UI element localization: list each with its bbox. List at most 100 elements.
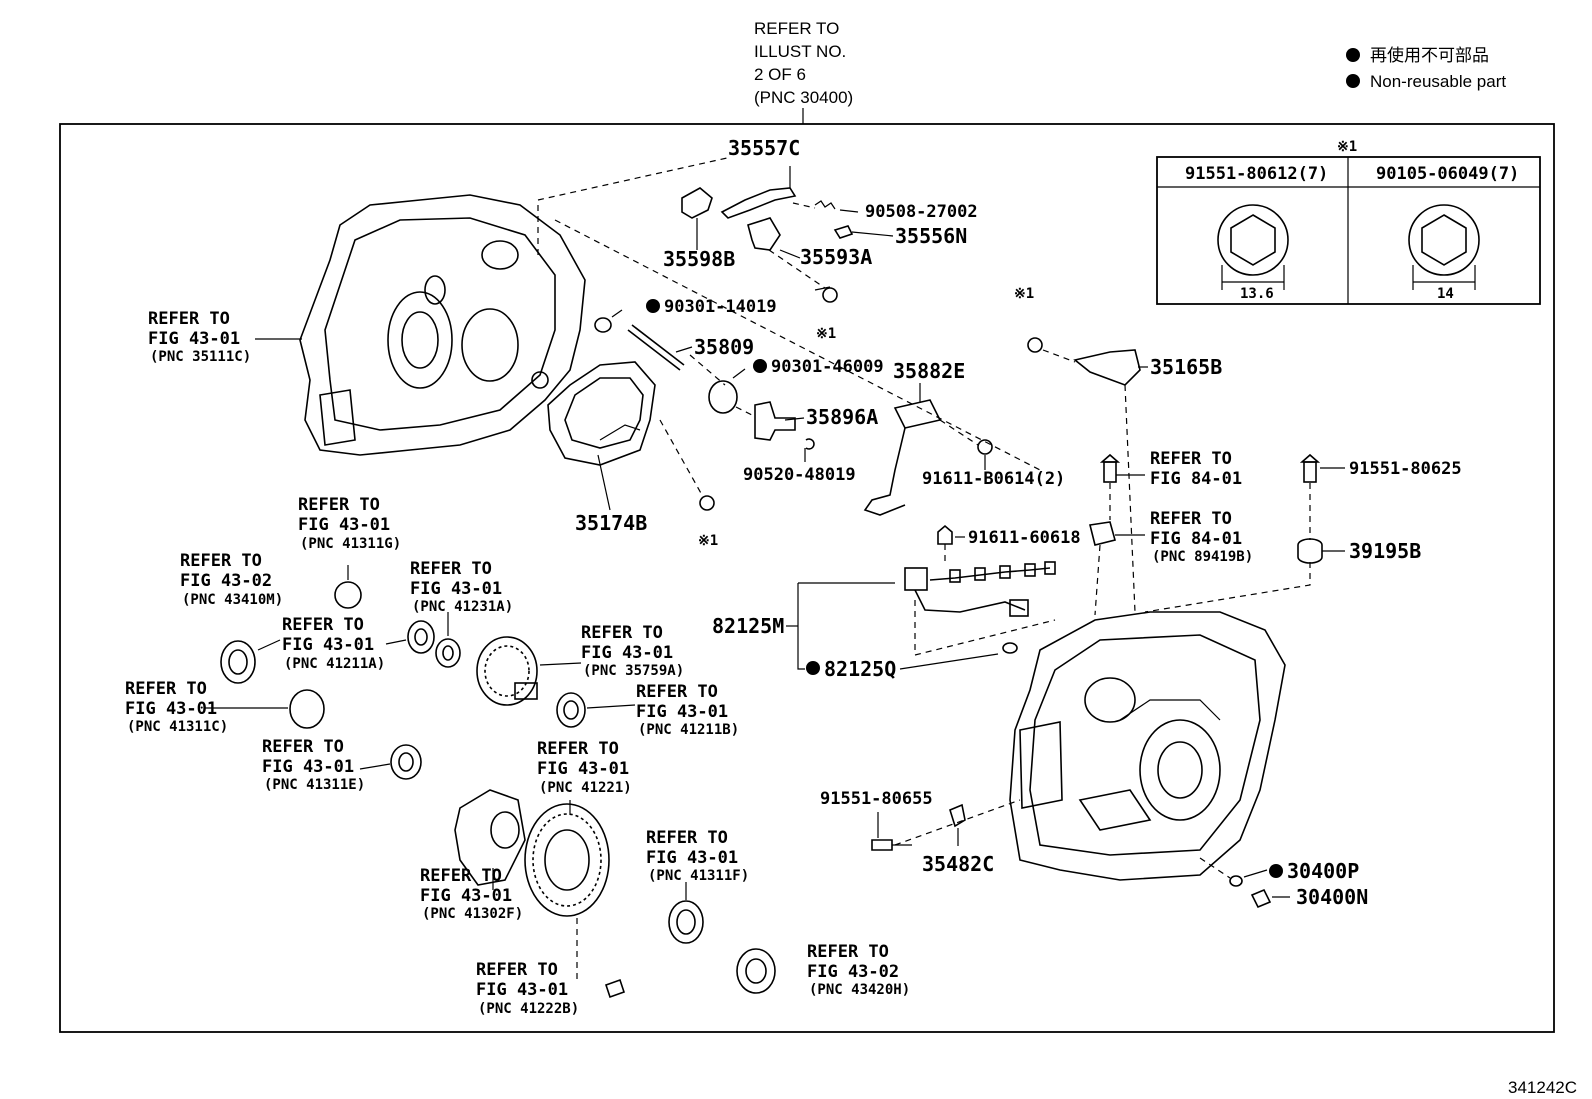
- dim-13-6: 13.6: [1240, 286, 1274, 302]
- svg-text:REFER TO: REFER TO: [125, 679, 207, 699]
- svg-text:REFER TO: REFER TO: [636, 682, 718, 702]
- svg-text:REFER TO: REFER TO: [754, 19, 839, 38]
- transaxle-housing-illustration: [299, 194, 586, 456]
- leader-lines: [205, 166, 1345, 900]
- label-91611-b0614: 91611-B0614(2): [922, 469, 1065, 489]
- ref-41231a: REFER TO FIG 43-01 (PNC 41231A): [410, 559, 513, 615]
- svg-text:FIG 43-02: FIG 43-02: [807, 962, 899, 982]
- svg-text:(PNC 41311E): (PNC 41311E): [264, 777, 365, 793]
- svg-text:2 OF 6: 2 OF 6: [754, 65, 806, 84]
- middle-small-parts: [594, 317, 993, 516]
- svg-text:(PNC 41211A): (PNC 41211A): [284, 656, 385, 672]
- svg-text:FIG 43-01: FIG 43-01: [537, 759, 629, 779]
- right-small-parts: [871, 453, 1323, 909]
- label-90301-14019: 90301-14019: [664, 297, 777, 317]
- wire-harness-82125m: [904, 561, 1056, 654]
- hex-nut-icon: [1421, 214, 1467, 266]
- ref-41211b: REFER TO FIG 43-01 (PNC 41211B): [636, 682, 739, 738]
- label-35556n: 35556N: [895, 224, 967, 248]
- differential-parts: [220, 581, 776, 999]
- fastener-table: ※1 91551-80612(7) 90105-06049(7) 13.6 14: [1156, 139, 1541, 305]
- svg-text:(PNC 30400): (PNC 30400): [754, 88, 853, 107]
- bearing-icon: [220, 640, 256, 684]
- ring-gear-41221-icon: [524, 803, 610, 917]
- svg-text:FIG 84-01: FIG 84-01: [1150, 529, 1242, 549]
- ref-43410m: REFER TO FIG 43-02 (PNC 43410M): [180, 551, 283, 608]
- svg-text:FIG 43-01: FIG 43-01: [646, 848, 738, 868]
- svg-text:REFER TO: REFER TO: [262, 737, 344, 757]
- label-30400n: 30400N: [1296, 885, 1368, 909]
- table-col1: 91551-80612(7): [1185, 164, 1328, 184]
- ref-89419b: REFER TO FIG 84-01 (PNC 89419B): [1150, 509, 1253, 565]
- dim-14: 14: [1437, 286, 1454, 302]
- svg-text:FIG 43-01: FIG 43-01: [298, 515, 390, 535]
- bracket-35482c-icon: [949, 803, 966, 828]
- non-reusable-bullet-icon: [1346, 74, 1360, 88]
- differential-case-icon: [454, 789, 526, 886]
- legend-en: Non-reusable part: [1370, 72, 1506, 91]
- bearing-icon: [736, 948, 776, 994]
- label-82125m: 82125M: [712, 614, 784, 638]
- diagram-frame: [59, 123, 1555, 1033]
- label-35593a: 35593A: [800, 245, 872, 269]
- part-35598b-icon: [681, 187, 713, 219]
- ref-41311f: REFER TO FIG 43-01 (PNC 41311F): [646, 828, 749, 884]
- svg-text:REFER TO: REFER TO: [1150, 449, 1232, 469]
- speed-sensor-icon: [1089, 521, 1116, 546]
- svg-text:REFER TO: REFER TO: [581, 623, 663, 643]
- top-reference: REFER TO ILLUST NO. 2 OF 6 (PNC 30400): [754, 19, 853, 124]
- sleeve-35896a-icon: [754, 401, 796, 441]
- hex-bolt-icon: [1230, 214, 1276, 266]
- non-reusable-bullet-icon: [1269, 864, 1283, 878]
- svg-text:FIG 43-01: FIG 43-01: [476, 980, 568, 1000]
- illustration-number: 341242C: [1508, 1078, 1577, 1097]
- svg-text:FIG 43-02: FIG 43-02: [180, 571, 272, 591]
- label-35482c: 35482C: [922, 852, 994, 876]
- svg-text:(PNC 41311F): (PNC 41311F): [648, 868, 749, 884]
- svg-text:FIG 84-01: FIG 84-01: [1150, 469, 1242, 489]
- label-35174b: 35174B: [575, 511, 647, 535]
- svg-text:REFER TO: REFER TO: [476, 960, 558, 980]
- pin-35809-icon: [627, 329, 681, 371]
- ref-84-01-a: REFER TO FIG 84-01: [1150, 449, 1242, 489]
- label-90508-27002: 90508-27002: [865, 202, 978, 222]
- bracket-35882e-icon: [893, 399, 942, 429]
- label-35896a: 35896A: [806, 405, 878, 429]
- svg-text:(PNC 41222B): (PNC 41222B): [478, 1001, 579, 1017]
- label-82125q: 82125Q: [824, 657, 896, 681]
- snap-ring-icon: [289, 689, 325, 729]
- svg-text:ILLUST NO.: ILLUST NO.: [754, 42, 846, 61]
- svg-text:(PNC 41311G): (PNC 41311G): [300, 536, 401, 552]
- svg-text:FIG 43-01: FIG 43-01: [410, 579, 502, 599]
- label-35598b: 35598B: [663, 247, 735, 271]
- refer-labels: REFER TO FIG 43-01 (PNC 35111C) REFER TO…: [125, 309, 1253, 1017]
- svg-text:FIG 43-01: FIG 43-01: [420, 886, 512, 906]
- ref-41311c: REFER TO FIG 43-01 (PNC 41311C): [125, 679, 228, 735]
- legend-jp: 再使用不可部品: [1370, 45, 1489, 65]
- assembly-lines: [537, 157, 1311, 980]
- ref-41221: REFER TO FIG 43-01 (PNC 41221): [537, 739, 632, 796]
- svg-text:(PNC 43410M): (PNC 43410M): [182, 592, 283, 608]
- svg-text:REFER TO: REFER TO: [807, 942, 889, 962]
- svg-text:FIG 43-01: FIG 43-01: [282, 635, 374, 655]
- svg-text:REFER TO: REFER TO: [298, 495, 380, 515]
- label-90520-48019: 90520-48019: [743, 465, 856, 485]
- label-39195b: 39195B: [1349, 539, 1421, 563]
- asterisk-1-a: ※1: [816, 326, 836, 342]
- svg-text:FIG 43-01: FIG 43-01: [636, 702, 728, 722]
- svg-text:FIG 43-01: FIG 43-01: [148, 329, 240, 349]
- svg-text:(PNC 41211B): (PNC 41211B): [638, 722, 739, 738]
- svg-text:FIG 43-01: FIG 43-01: [125, 699, 217, 719]
- svg-text:(PNC 35111C): (PNC 35111C): [150, 349, 251, 365]
- transaxle-assembly-illustration: [1009, 611, 1286, 881]
- dust-cover-35174b: [547, 361, 656, 466]
- ref-35759a: REFER TO FIG 43-01 (PNC 35759A): [581, 623, 684, 679]
- label-91551-80655: 91551-80655: [820, 789, 933, 809]
- svg-text:(PNC 41221): (PNC 41221): [539, 780, 632, 796]
- label-30400p: 30400P: [1287, 859, 1359, 883]
- non-reusable-bullet-icon: [806, 661, 820, 675]
- svg-text:(PNC 41311C): (PNC 41311C): [127, 719, 228, 735]
- asterisk-1-c: ※1: [698, 533, 718, 549]
- svg-text:(PNC 89419B): (PNC 89419B): [1152, 549, 1253, 565]
